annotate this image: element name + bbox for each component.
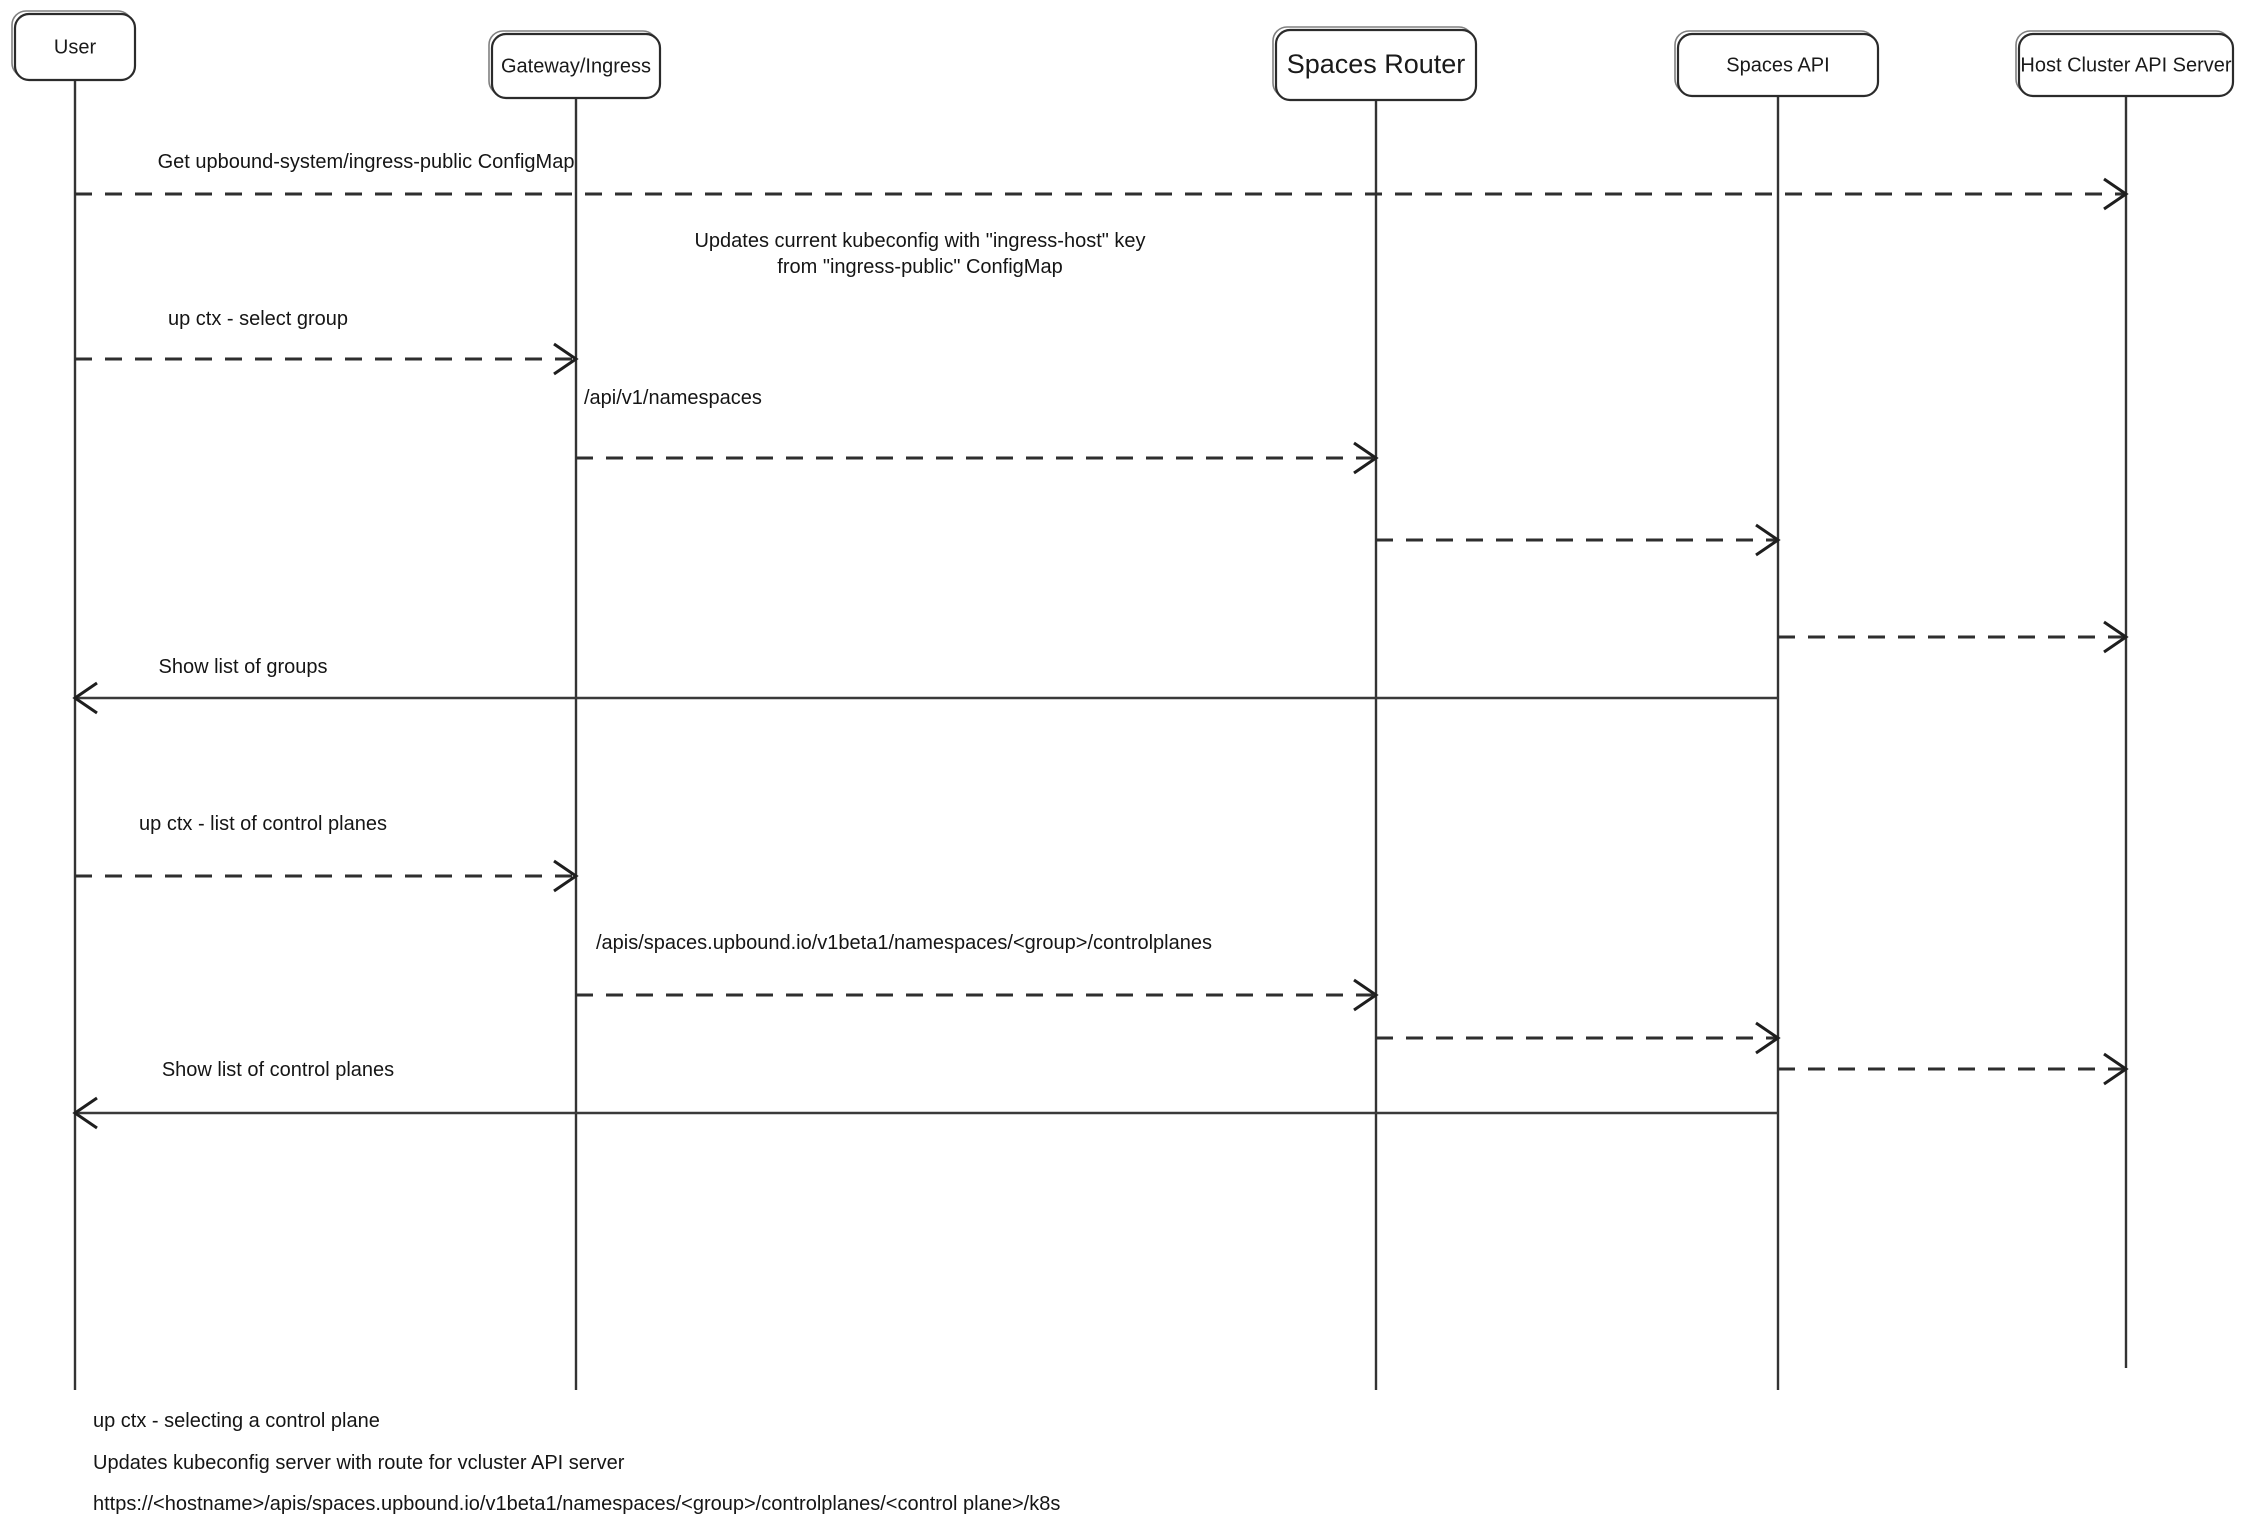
msg-show-list-of-control-planes-arrowhead [72,1096,98,1130]
participant-label-gateway: Gateway/Ingress [501,55,651,77]
msg-up-ctx-select-group-arrowhead [553,342,579,376]
msg-router-to-spaces-api-arrowhead [1755,523,1781,557]
msg-api-v1-namespaces-label: /api/v1/namespaces [584,387,762,409]
msg-get-configmap[interactable]: Get upbound-system/ingress-public Config… [75,151,2129,211]
msg-api-v1-namespaces-arrowhead [1353,441,1379,475]
msg-apis-controlplanes[interactable]: /apis/spaces.upbound.io/v1beta1/namespac… [576,932,1379,1012]
msg-apis-controlplanes-arrowhead [1353,978,1379,1012]
msg-get-configmap-arrowhead [2103,177,2129,211]
msg-spaces-api-to-host[interactable] [1778,620,2129,654]
participant-host_api[interactable]: Host Cluster API Server [2015,30,2235,98]
msg-show-list-of-groups[interactable]: Show list of groups [72,656,1778,715]
msg-up-ctx-select-group-label: up ctx - select group [168,308,348,330]
msg-show-list-of-control-planes-label: Show list of control planes [162,1059,394,1081]
participant-box-spaces_api [1676,32,1880,98]
msg-up-ctx-select-group[interactable]: up ctx - select group [75,308,579,376]
note-k8s-url: https://<hostname>/apis/spaces.upbound.i… [93,1493,1060,1515]
note-updates-kubeconfig-server: Updates kubeconfig server with route for… [93,1452,625,1474]
msg-show-list-of-groups-arrowhead [72,681,98,715]
participant-gateway[interactable]: Gateway/Ingress [488,30,662,100]
msg-router-to-spaces-api-2-arrowhead [1755,1021,1781,1055]
msg-router-to-spaces-api[interactable] [1376,523,1781,557]
msg-spaces-api-to-host-2-arrowhead [2103,1052,2129,1086]
participant-box-host_api [2017,32,2235,98]
msg-update-kubeconfig-note[interactable]: Updates current kubeconfig with "ingress… [694,230,1145,278]
lifelines-layer [73,80,2128,1390]
msg-spaces-api-to-host-2[interactable] [1778,1052,2129,1086]
participant-router[interactable]: Spaces Router [1272,26,1478,102]
footer-notes-layer: up ctx - selecting a control planeUpdate… [93,1410,1060,1515]
msg-apis-controlplanes-label: /apis/spaces.upbound.io/v1beta1/namespac… [596,932,1212,954]
messages-layer: Get upbound-system/ingress-public Config… [72,151,2129,1130]
participant-box-user [13,12,137,82]
participant-user[interactable]: User [11,10,137,82]
msg-up-ctx-list-control-planes-arrowhead [553,859,579,893]
msg-spaces-api-to-host-arrowhead [2103,620,2129,654]
msg-up-ctx-list-control-planes-label: up ctx - list of control planes [139,813,387,835]
participant-label-spaces_api: Spaces API [1726,54,1829,76]
msg-get-configmap-label: Get upbound-system/ingress-public Config… [158,151,575,173]
participant-label-router: Spaces Router [1287,49,1466,79]
msg-update-kubeconfig-note-label: Updates current kubeconfig with "ingress… [694,230,1145,278]
msg-up-ctx-list-control-planes[interactable]: up ctx - list of control planes [75,813,579,893]
msg-show-list-of-groups-label: Show list of groups [159,656,328,678]
participant-label-host_api: Host Cluster API Server [2020,54,2232,76]
participant-box-router [1274,28,1478,102]
msg-router-to-spaces-api-2[interactable] [1376,1021,1781,1055]
participant-label-user: User [54,36,97,58]
participant-spaces_api[interactable]: Spaces API [1674,30,1880,98]
participant-box-gateway [490,32,662,100]
note-selecting-control-plane: up ctx - selecting a control plane [93,1410,380,1432]
msg-api-v1-namespaces[interactable]: /api/v1/namespaces [576,387,1379,475]
msg-show-list-of-control-planes[interactable]: Show list of control planes [72,1059,1778,1130]
